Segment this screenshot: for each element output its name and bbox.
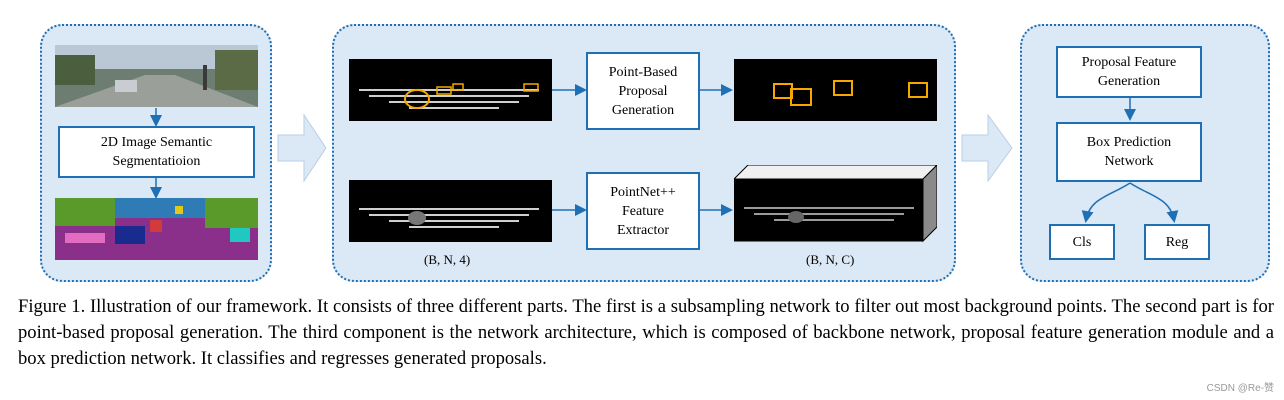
- street-image: [55, 45, 258, 107]
- proposal-boxes-output: [734, 59, 937, 121]
- dims-output-label: (B, N, C): [806, 252, 855, 267]
- pointcloud-proposal-input: [349, 59, 552, 121]
- point-based-proposal-box: Point-Based Proposal Generation: [586, 52, 700, 130]
- reg-box: Reg: [1144, 224, 1210, 260]
- pointnet-extractor-box: PointNet++ Feature Extractor: [586, 172, 700, 250]
- arrow-box-to-reg: [1129, 182, 1179, 223]
- dims-input-label: (B, N, 4): [424, 252, 471, 267]
- panel-transition-arrow-2: [961, 113, 1013, 183]
- cls-box: Cls: [1049, 224, 1115, 260]
- feature-volume-output: [734, 165, 937, 243]
- box-prediction-box: Box Prediction Network: [1056, 122, 1202, 182]
- watermark: CSDN @Re-赞: [1206, 383, 1274, 394]
- figure-caption: Figure 1. Illustration of our framework.…: [18, 296, 1274, 369]
- proposal-feature-box: Proposal Feature Generation: [1056, 46, 1202, 98]
- flow-arrows: [150, 84, 1179, 223]
- pointcloud-backbone-input: [349, 180, 552, 242]
- segmentation-box: 2D Image Semantic Segmentatioion: [58, 126, 255, 178]
- arrow-box-to-cls: [1081, 182, 1131, 223]
- segmentation-mask-image: [55, 198, 258, 260]
- panel-transition-arrow-1: [277, 113, 327, 183]
